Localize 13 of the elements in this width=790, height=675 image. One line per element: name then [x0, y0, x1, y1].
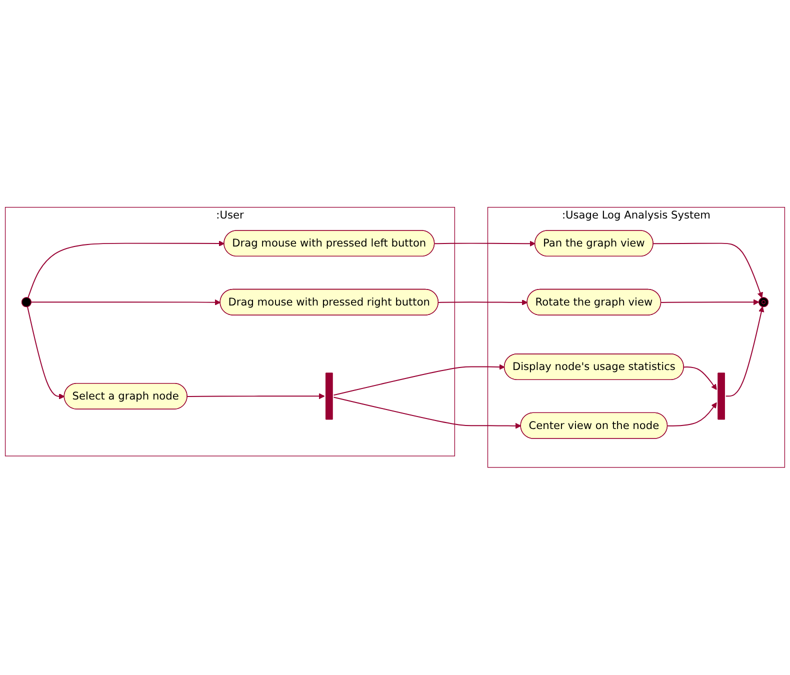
arrow [30, 300, 221, 306]
arrow [333, 364, 505, 396]
arrow [28, 240, 225, 298]
arrow [652, 242, 763, 298]
arrow [683, 366, 717, 390]
arrow [725, 306, 764, 397]
arrow [186, 393, 325, 400]
arrow [333, 396, 522, 429]
arrow [434, 240, 536, 247]
arrow [667, 402, 717, 427]
arrow [26, 306, 65, 400]
arrow [438, 300, 528, 306]
arrow [660, 299, 760, 306]
